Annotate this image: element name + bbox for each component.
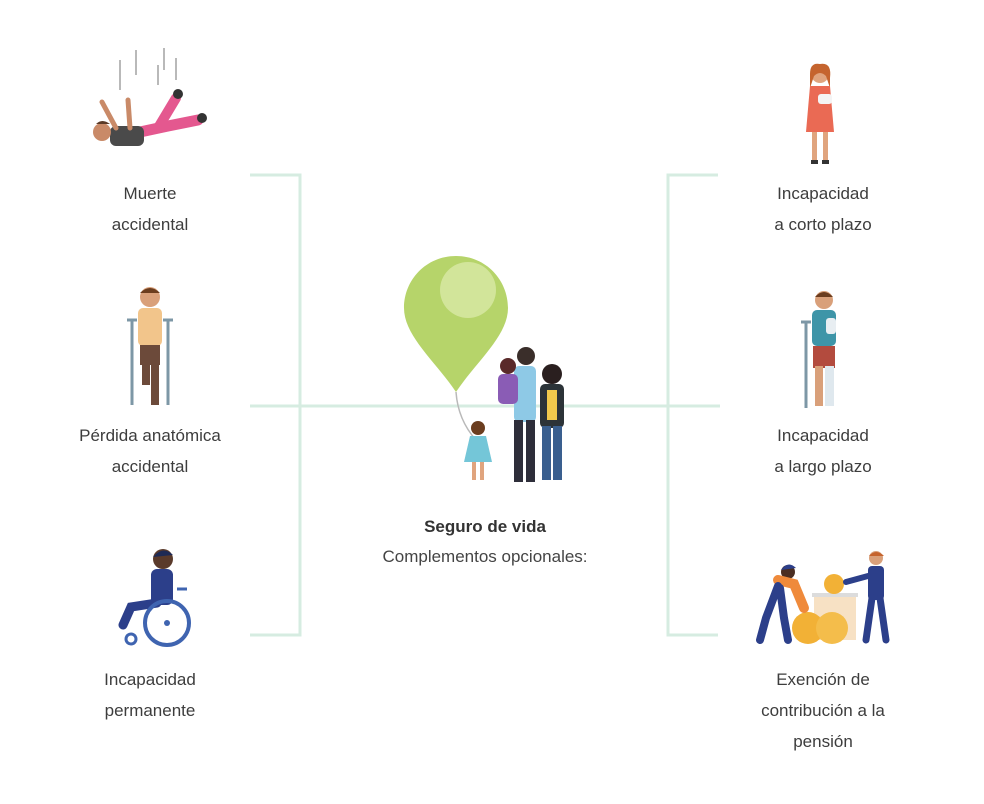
man-with-cast-and-crutch-icon (801, 291, 836, 408)
label-line: Incapacidad (777, 184, 869, 203)
label-muerte-accidental: Muerte accidental (65, 178, 235, 240)
family-balloon-icon (404, 256, 564, 482)
center-subtitle: Complementos opcionales: (382, 547, 588, 566)
label-incapacidad-largo-plazo: Incapacidad a largo plazo (738, 420, 908, 482)
falling-person-icon (93, 48, 207, 146)
coins-workers-icon (756, 551, 890, 644)
wheelchair-user-icon (118, 549, 191, 647)
center-title-main: Seguro de vida (424, 517, 546, 536)
label-incapacidad-corto-plazo: Incapacidad a corto plazo (738, 178, 908, 240)
label-line: Incapacidad (777, 426, 869, 445)
label-incapacidad-permanente: Incapacidad permanente (65, 664, 235, 726)
label-line: permanente (104, 701, 196, 720)
label-line: pensión (793, 732, 853, 751)
label-line: accidental (111, 457, 189, 476)
label-line: a corto plazo (774, 215, 872, 234)
label-line: Incapacidad (104, 670, 196, 689)
center-title: Seguro de vida Complementos opcionales: (325, 512, 645, 572)
label-line: Exención de (776, 670, 870, 689)
label-line: Muerte (123, 184, 177, 203)
label-line: a largo plazo (774, 457, 872, 476)
label-line: accidental (111, 215, 189, 234)
label-line: contribución a la (761, 701, 885, 720)
label-line: Pérdida anatómica (79, 426, 221, 445)
label-perdida-anatomica: Pérdida anatómica accidental (55, 420, 245, 482)
label-exencion-pension: Exención de contribución a la pensión (728, 664, 918, 757)
person-with-crutches-icon (127, 287, 173, 405)
woman-with-arm-sling-icon (806, 63, 834, 164)
